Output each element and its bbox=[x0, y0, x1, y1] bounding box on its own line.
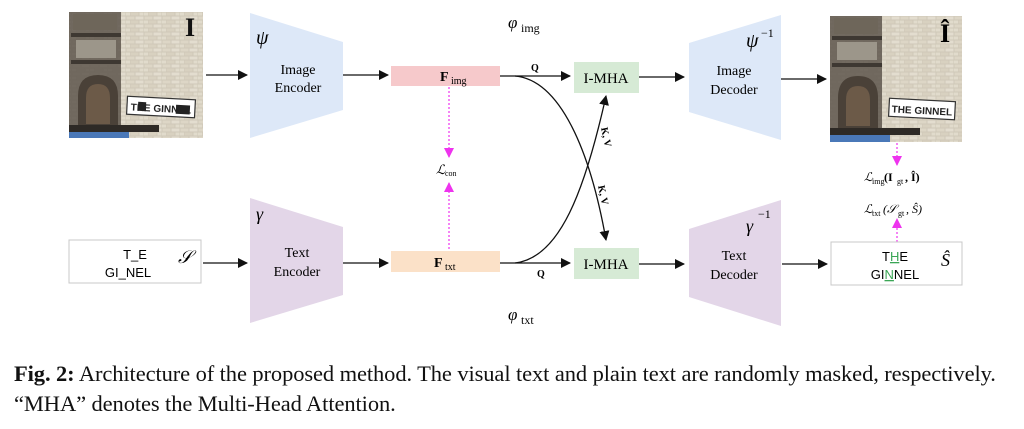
loss-img-arg-subscript: gt bbox=[897, 177, 904, 186]
mha-top-label: I-MHA bbox=[584, 71, 629, 87]
feature-img-symbol: F bbox=[440, 70, 449, 85]
phi-txt-label: φ txt bbox=[508, 305, 534, 327]
loss-con-symbol: ℒ bbox=[436, 162, 446, 177]
output-sign-text: THE GINNEL bbox=[891, 104, 952, 118]
phi-txt-subscript: txt bbox=[521, 313, 534, 327]
text-output-restored-char: N bbox=[885, 267, 894, 282]
loss-con-subscript: con bbox=[445, 169, 457, 178]
text-output-symbol: Ŝ bbox=[941, 249, 950, 270]
text-output-char: T bbox=[882, 249, 890, 264]
image-decoder: ψ −1 Image Decoder bbox=[689, 15, 781, 140]
phi-img-label: φ img bbox=[508, 13, 540, 35]
text-encoder: γ Text Encoder bbox=[250, 198, 343, 323]
text-decoder-superscript: −1 bbox=[758, 207, 771, 221]
text-output-char: NEL bbox=[894, 267, 919, 282]
mha-top-box: I-MHA bbox=[574, 62, 639, 93]
feature-img-subscript: img bbox=[451, 76, 467, 87]
text-decoder-label-2: Decoder bbox=[710, 268, 758, 283]
loss-txt-symbol: ℒ bbox=[864, 202, 873, 216]
output-image-symbol: Î bbox=[940, 19, 950, 48]
figure-label: Fig. 2: bbox=[14, 361, 75, 386]
image-decoder-label-2: Decoder bbox=[710, 83, 758, 98]
feature-txt-symbol: F bbox=[434, 256, 443, 271]
feature-txt-subscript: txt bbox=[445, 262, 456, 273]
text-decoder-symbol: γ bbox=[746, 216, 754, 236]
text-output-line-1: THE bbox=[882, 249, 908, 264]
text-output-char: E bbox=[899, 249, 908, 264]
loss-txt-arg: (𝒮 bbox=[883, 202, 900, 216]
loss-img-arg: (I bbox=[884, 170, 893, 184]
caption-text: Architecture of the proposed method. The… bbox=[14, 361, 996, 416]
image-decoder-symbol: ψ bbox=[746, 30, 759, 52]
loss-con-label: ℒ con bbox=[436, 162, 457, 178]
input-image-symbol: I bbox=[185, 13, 195, 42]
phi-txt-symbol: φ bbox=[508, 305, 517, 324]
loss-txt-arg-subscript: gt bbox=[898, 209, 905, 218]
text-output-restored-char: H bbox=[890, 249, 899, 264]
text-output-line-2: GINNEL bbox=[871, 267, 919, 282]
mha-bottom-label: I-MHA bbox=[584, 257, 629, 273]
image-decoder-label-1: Image bbox=[717, 64, 752, 79]
image-encoder-label-2: Encoder bbox=[275, 81, 322, 96]
text-input-line-2: GI_NEL bbox=[105, 265, 151, 280]
mha-bottom-box: I-MHA bbox=[574, 248, 639, 279]
arrow-kv-img-to-txt bbox=[514, 75, 610, 241]
phi-img-symbol: φ bbox=[508, 13, 517, 32]
arrow-kv-txt-to-img bbox=[514, 95, 609, 264]
feature-txt-box: F txt bbox=[391, 251, 500, 273]
text-input-line-1: T_E bbox=[123, 247, 147, 262]
loss-img-subscript: img bbox=[872, 177, 884, 186]
text-output-box: THE GINNEL Ŝ bbox=[830, 241, 963, 286]
architecture-diagram: THE GINNEL I ψ Image Encoder φ img F img… bbox=[68, 12, 963, 327]
loss-img-arg-tail: , Î) bbox=[905, 170, 920, 184]
loss-txt-subscript: txt bbox=[872, 209, 881, 218]
text-encoder-label-2: Encoder bbox=[274, 265, 321, 280]
loss-txt-label: ℒ txt (𝒮 gt , Ŝ) bbox=[864, 202, 922, 218]
feature-img-box: F img bbox=[391, 66, 500, 87]
text-input-box: T_E GI_NEL 𝒮 bbox=[68, 239, 202, 284]
text-output-char: GI bbox=[871, 267, 885, 282]
image-decoder-superscript: −1 bbox=[761, 26, 774, 40]
figure-caption: Fig. 2: Architecture of the proposed met… bbox=[14, 359, 1014, 419]
phi-img-subscript: img bbox=[521, 21, 540, 35]
kv-label-upper: K, V bbox=[598, 126, 613, 148]
kv-label-lower: K, V bbox=[595, 184, 610, 206]
text-encoder-symbol: γ bbox=[256, 204, 264, 224]
text-decoder-label-1: Text bbox=[722, 249, 747, 264]
output-image: THE GINNEL Î bbox=[830, 16, 962, 142]
q-label-top: Q bbox=[531, 63, 539, 74]
image-encoder-symbol: ψ bbox=[256, 27, 269, 49]
loss-img-symbol: ℒ bbox=[864, 170, 873, 184]
loss-txt-arg-tail: , Ŝ) bbox=[906, 202, 922, 216]
image-encoder-label-1: Image bbox=[281, 63, 316, 78]
text-encoder-label-1: Text bbox=[285, 246, 310, 261]
input-image: THE GINNEL I bbox=[69, 12, 203, 138]
loss-img-label: ℒ img (I gt , Î) bbox=[864, 170, 920, 186]
image-encoder: ψ Image Encoder bbox=[250, 13, 343, 138]
text-decoder: γ −1 Text Decoder bbox=[689, 200, 781, 326]
q-label-bottom: Q bbox=[537, 269, 545, 280]
